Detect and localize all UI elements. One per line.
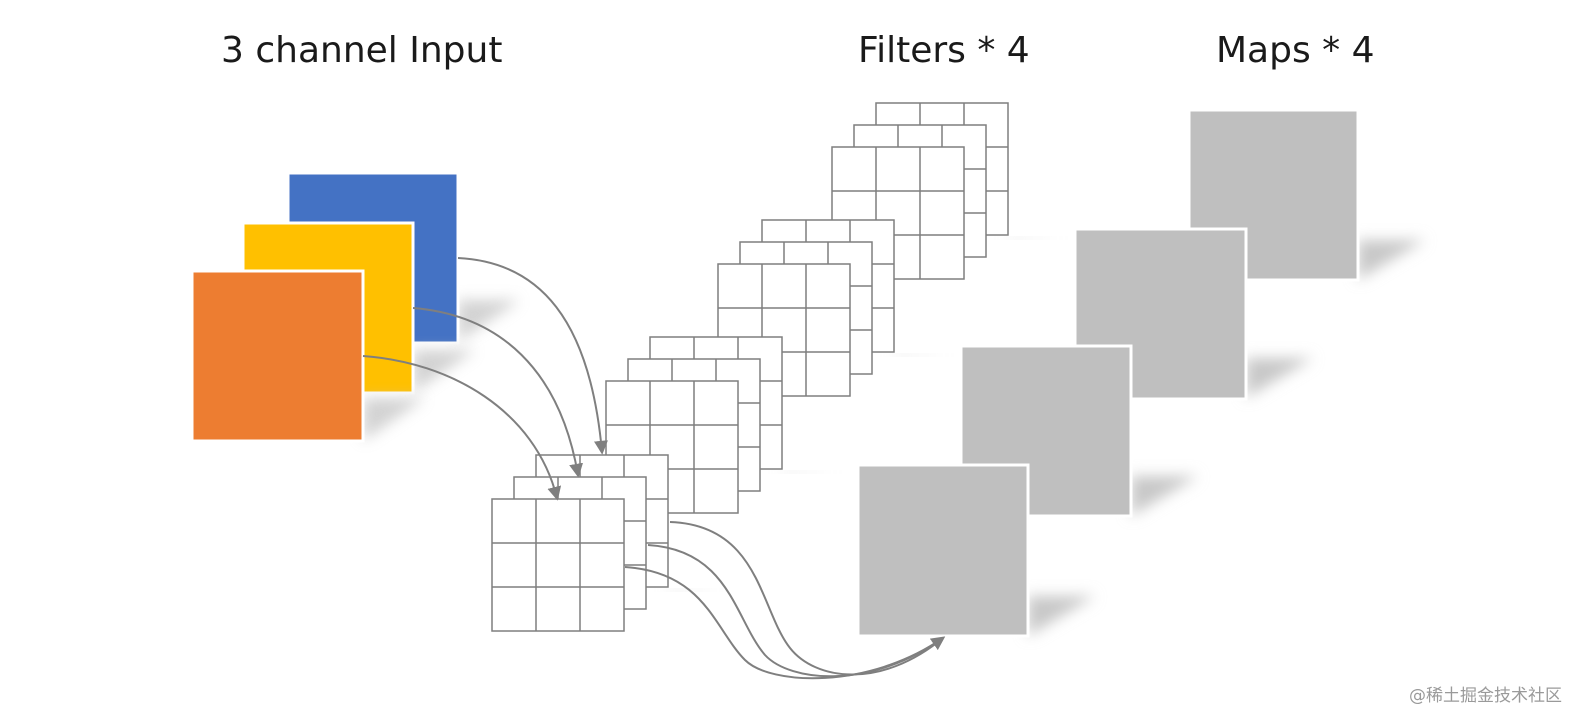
filter-shadow	[1008, 237, 1063, 239]
arrow-orange-to-filter	[362, 355, 562, 501]
filter-layer	[605, 380, 739, 514]
channel-yellow-shadow	[413, 350, 475, 393]
filters-label: Filters * 4	[858, 30, 1030, 71]
watermark: @稀土掘金技术社区	[1409, 686, 1562, 706]
arrow-blue-to-filter	[457, 257, 608, 455]
input-label: 3 channel Input	[221, 30, 503, 71]
map-4-shadow	[1358, 240, 1425, 280]
filter-stack-4	[831, 102, 1063, 280]
map-1-shadow	[1028, 596, 1095, 636]
filter-stacks	[491, 102, 1063, 632]
map-1	[856, 463, 1030, 638]
maps-label: Maps * 4	[1216, 30, 1375, 71]
filter-stack-2	[605, 336, 837, 514]
filter-layer	[491, 498, 625, 632]
arrow-filter-layer-1	[669, 521, 944, 676]
channel-blue-shadow	[458, 300, 520, 342]
output-arrows	[624, 521, 946, 680]
filter-shadow	[894, 354, 949, 356]
filter-shadow	[668, 589, 723, 591]
feature-maps	[856, 108, 1425, 638]
map-3-shadow	[1246, 358, 1313, 398]
channel-orange-shadow	[363, 398, 425, 441]
filter-stack-3	[717, 219, 949, 397]
map-2-shadow	[1131, 476, 1198, 516]
input-channels	[190, 171, 520, 443]
channel-orange	[190, 269, 365, 443]
filter-stack-1	[491, 454, 723, 632]
filter-shadow	[782, 471, 837, 473]
input-arrows	[362, 257, 608, 501]
arrow-yellow-to-filter	[412, 307, 584, 478]
arrow-filter-layer-3	[624, 566, 946, 680]
